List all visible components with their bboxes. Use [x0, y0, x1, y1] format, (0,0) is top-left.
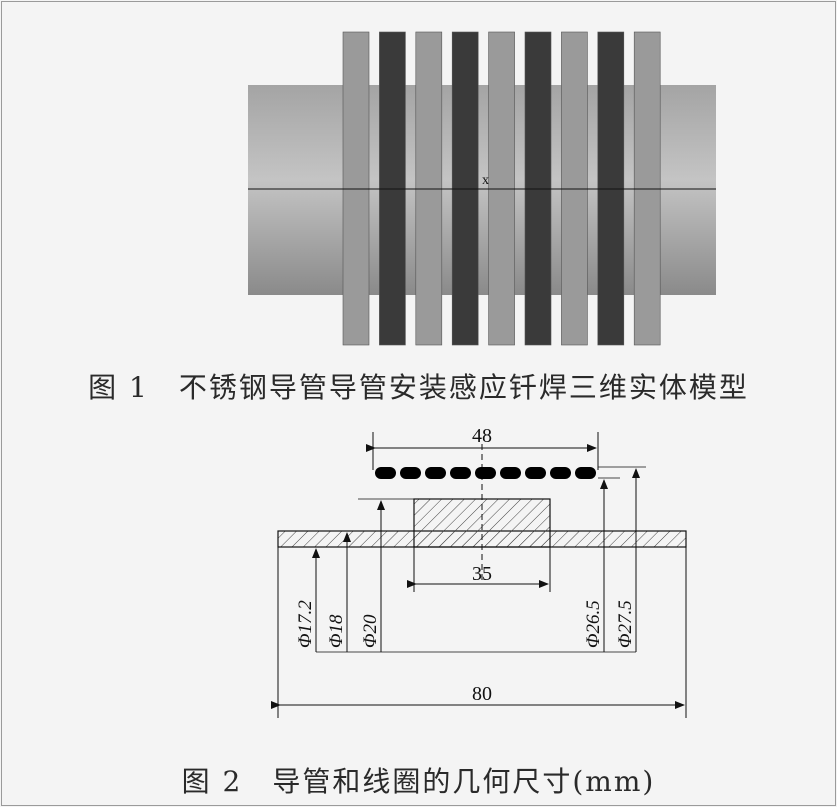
dim-80-label: 80 — [472, 683, 492, 705]
figure-2-geometry: 48 35 Φ17.2 Φ18 Φ20 Φ26.5 Φ27.5 80 — [271, 425, 687, 718]
coil-turn — [550, 467, 571, 479]
figure-1-caption: 图 1 不锈钢导管导管安装感应钎焊三维实体模型 — [88, 371, 749, 404]
coil-turn — [425, 467, 446, 479]
axis-marker-label: x — [482, 173, 489, 188]
coil-turn — [575, 467, 596, 479]
coil-turn — [525, 467, 546, 479]
dim-48-label: 48 — [472, 425, 492, 447]
dia-26-5-label: Φ26.5 — [583, 600, 604, 648]
dia-17-2-label: Φ17.2 — [295, 600, 316, 648]
coil-turn — [400, 467, 421, 479]
dia-18-label: Φ18 — [326, 614, 347, 648]
figure-1-3d-model: x — [248, 31, 716, 346]
dim-35-label: 35 — [472, 563, 492, 585]
coil-turn — [450, 467, 471, 479]
dia-27-5-label: Φ27.5 — [615, 600, 636, 648]
coil-turn — [500, 467, 521, 479]
dia-20-label: Φ20 — [360, 614, 381, 648]
coil-turn — [375, 467, 396, 479]
figure-2-caption: 图 2 导管和线圈的几何尺寸(mm) — [181, 765, 656, 798]
coil-turn — [475, 467, 496, 479]
coil-turns — [375, 467, 596, 479]
